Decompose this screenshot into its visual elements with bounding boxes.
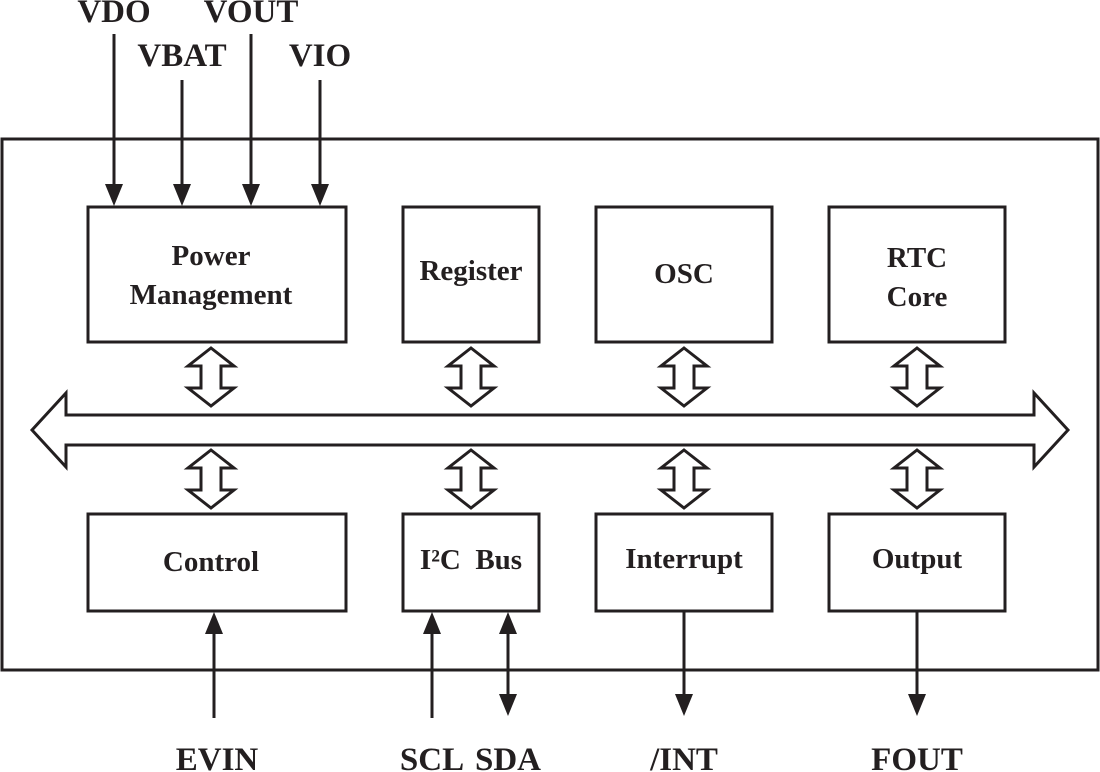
pin-arrow-scl [423, 612, 441, 718]
block-i2c-label: I²C Bus [420, 544, 522, 576]
block-rtc-label-2: Core [887, 281, 948, 313]
pin-label-vio: VIO [289, 38, 351, 74]
block-rtc-core: RTC Core [827, 205, 1007, 344]
bus-connector-register [443, 346, 499, 408]
block-osc-label: OSC [654, 258, 714, 290]
block-control: Control [86, 512, 348, 613]
pin-arrow-int [675, 611, 693, 716]
pin-label-scl: SCL [400, 742, 464, 772]
bus-connector-rtc [889, 346, 945, 408]
block-interrupt: Interrupt [594, 512, 774, 613]
pin-arrow-vdo [105, 34, 123, 206]
pin-arrow-sda [499, 612, 517, 716]
pin-arrow-vbat [173, 80, 191, 206]
pin-label-sda: SDA [475, 742, 541, 772]
internal-bus-arrow [29, 389, 1071, 471]
pin-label-int: /INT [649, 742, 718, 772]
block-interrupt-label: Interrupt [625, 543, 743, 575]
block-i2c-bus: I²C Bus [401, 512, 541, 613]
bus-connector-control [183, 448, 239, 510]
block-power-label-1: Power [172, 240, 251, 272]
pin-label-vout: VOUT [204, 0, 299, 30]
block-control-label: Control [163, 546, 259, 578]
block-power-label-2: Management [130, 279, 293, 311]
block-power-management: Power Management [86, 205, 348, 344]
pin-arrow-evin [205, 612, 223, 718]
pin-arrow-fout [908, 611, 926, 716]
bus-connector-output [889, 448, 945, 510]
bus-connector-osc [656, 346, 712, 408]
block-register: Register [401, 205, 541, 344]
pin-label-vbat: VBAT [137, 38, 226, 74]
pin-label-evin: EVIN [176, 742, 259, 772]
bus-connector-i2c [443, 448, 499, 510]
pin-arrow-vio [311, 80, 329, 206]
bus-connector-interrupt [656, 448, 712, 510]
block-register-label: Register [419, 255, 522, 287]
block-output-label: Output [872, 543, 963, 575]
block-rtc-label-1: RTC [887, 242, 947, 274]
pin-label-fout: FOUT [871, 742, 963, 772]
pin-arrow-vout [242, 34, 260, 206]
bus-connector-power [183, 346, 239, 408]
pin-label-vdo: VDO [77, 0, 150, 30]
block-output: Output [827, 512, 1007, 613]
block-osc: OSC [594, 205, 774, 344]
